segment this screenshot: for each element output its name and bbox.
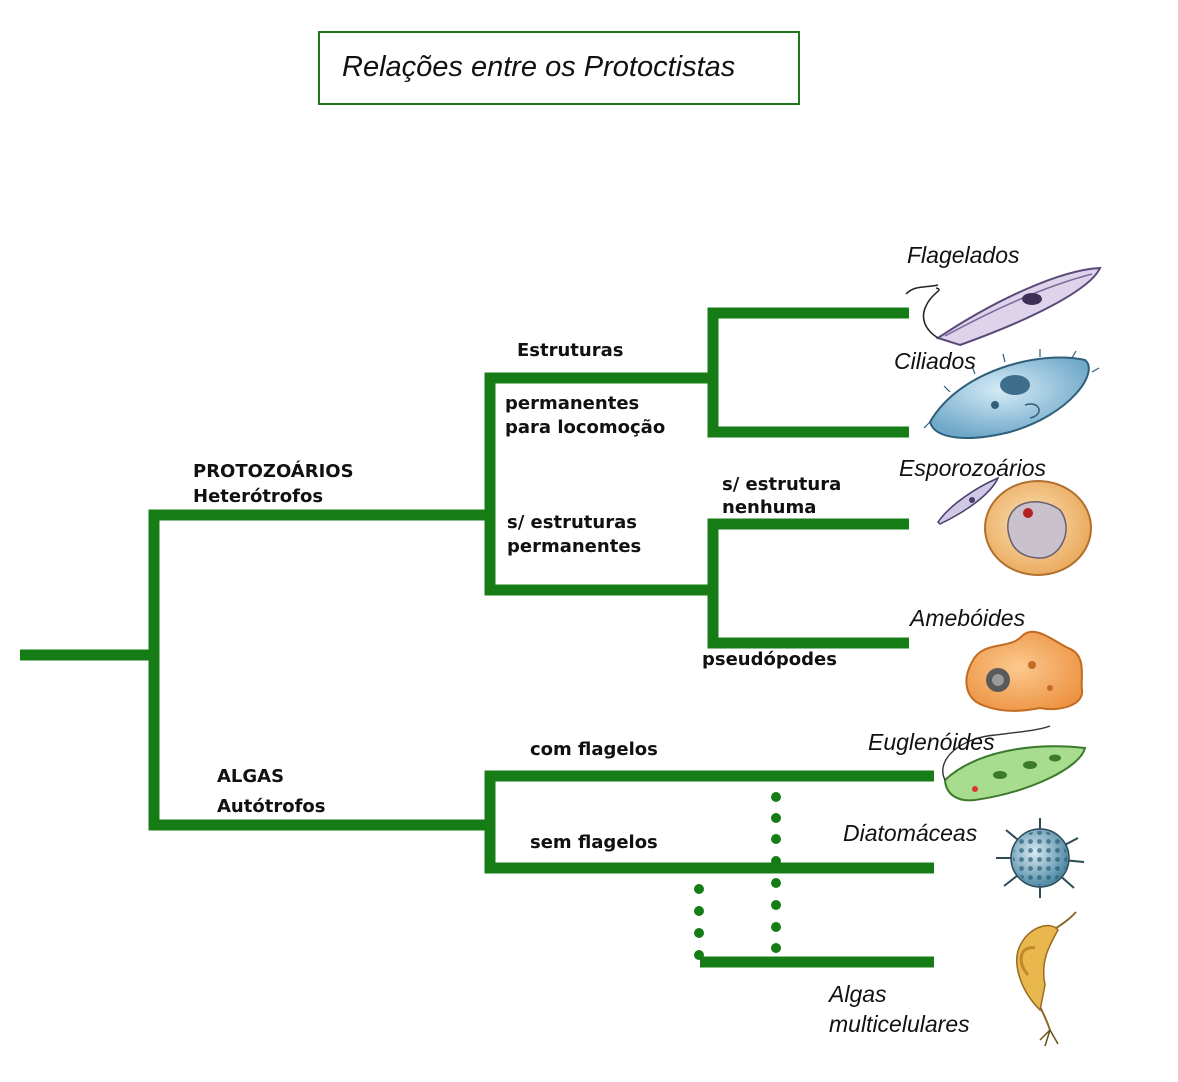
taxon-multicellular-line1: Algas	[829, 981, 887, 1007]
no-structures-label-line2: permanentes	[507, 536, 642, 557]
no-structure-label-line1: s/ estrutura	[722, 474, 842, 495]
structures-split	[707, 307, 909, 438]
title-box: Relações entre os Protoctistas	[318, 31, 800, 105]
no-structure-label-line2: nenhuma	[722, 497, 817, 518]
algae-split	[484, 770, 934, 874]
protozoa-group-label: PROTOZOÁRIOS	[193, 461, 354, 482]
taxon-flagellates: Flagelados	[907, 242, 1020, 268]
sporozoan-cell-illustration	[937, 476, 1092, 576]
taxon-euglenoids: Euglenóides	[868, 729, 995, 755]
taxon-ciliates: Ciliados	[894, 348, 976, 374]
taxon-sporozoa: Esporozoários	[899, 455, 1047, 481]
algae-nutrition-label: Autótrofos	[217, 796, 326, 817]
no-structures-split	[707, 518, 909, 649]
pseudopods-label: pseudópodes	[702, 649, 837, 670]
taxon-diatoms: Diatomáceas	[843, 820, 978, 846]
paramecium-illustration	[923, 349, 1100, 439]
no-structures-label-line1: s/ estruturas	[507, 512, 637, 533]
dotted-lineage-links	[694, 792, 781, 960]
seaweed-illustration	[1016, 911, 1077, 1047]
root-split	[148, 509, 488, 831]
protozoa-nutrition-label: Heterótrofos	[193, 486, 324, 507]
structures-label-line3: para locomoção	[505, 417, 666, 438]
without-flagella-label: sem flagelos	[530, 832, 658, 853]
euglena-illustration	[942, 725, 1087, 802]
protozoa-split	[484, 372, 709, 596]
structures-label-line2: permanentes	[505, 393, 640, 414]
algae-group-label: ALGAS	[217, 766, 285, 787]
radiolarian-diatom-illustration	[996, 818, 1085, 898]
amoeba-illustration	[965, 630, 1084, 712]
flagellate-illustration	[905, 266, 1102, 347]
diagram-title: Relações entre os Protoctistas	[342, 51, 736, 83]
taxon-multicellular-line2: multicelulares	[829, 1011, 970, 1037]
with-flagella-label: com flagelos	[530, 739, 658, 760]
taxon-amoeboids: Amebóides	[910, 605, 1026, 631]
structures-label-line1: Estruturas	[517, 340, 624, 361]
